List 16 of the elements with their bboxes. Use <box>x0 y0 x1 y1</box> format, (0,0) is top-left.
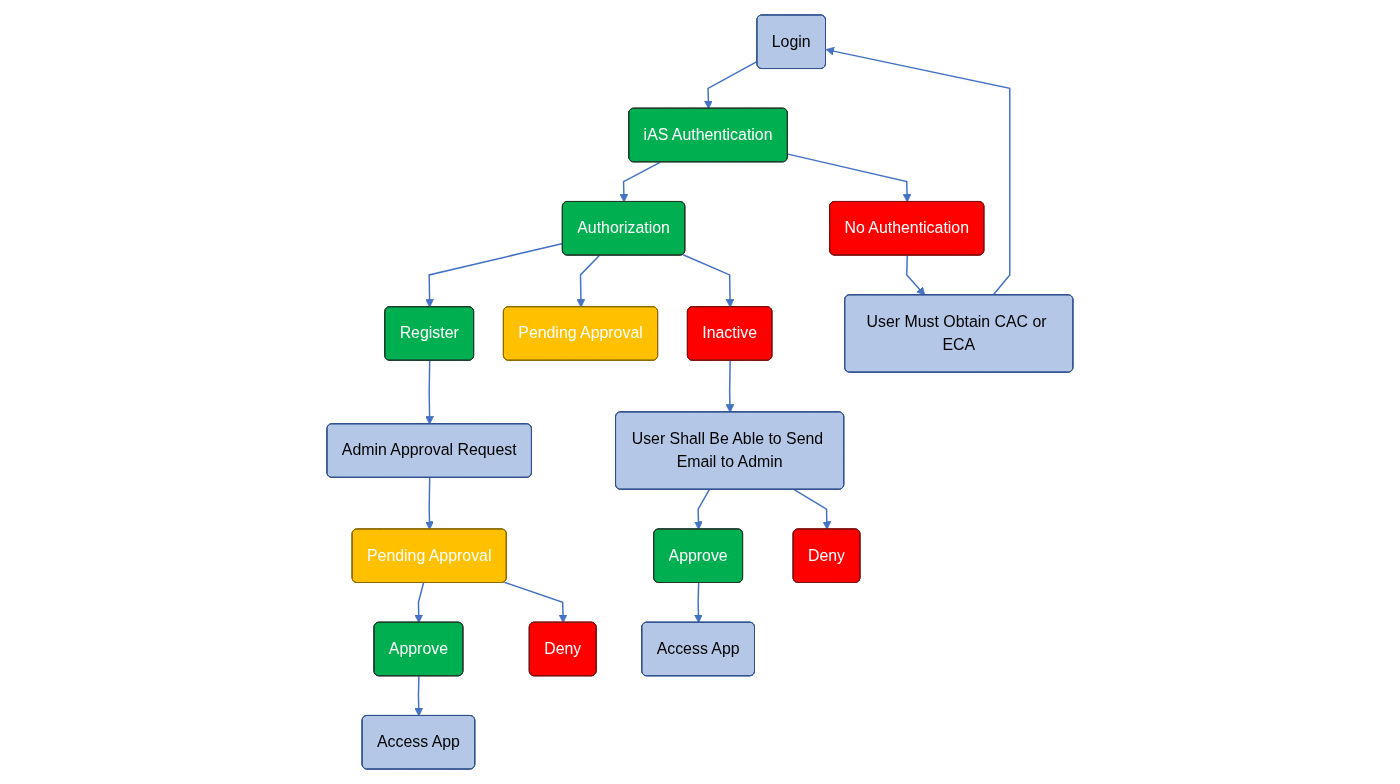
arrow <box>825 46 1011 296</box>
arrow <box>793 489 832 530</box>
arrow <box>425 242 564 308</box>
arrow <box>725 360 735 413</box>
arrow <box>425 477 434 530</box>
arrow <box>787 153 912 203</box>
arrow <box>425 360 434 425</box>
arrow <box>906 254 926 296</box>
arrow <box>414 675 424 717</box>
arrow <box>576 254 601 308</box>
arrow <box>694 489 711 530</box>
arrow <box>619 161 661 203</box>
arrow <box>414 582 425 624</box>
arrow <box>682 253 735 308</box>
arrow <box>694 582 703 624</box>
arrow <box>503 581 568 624</box>
